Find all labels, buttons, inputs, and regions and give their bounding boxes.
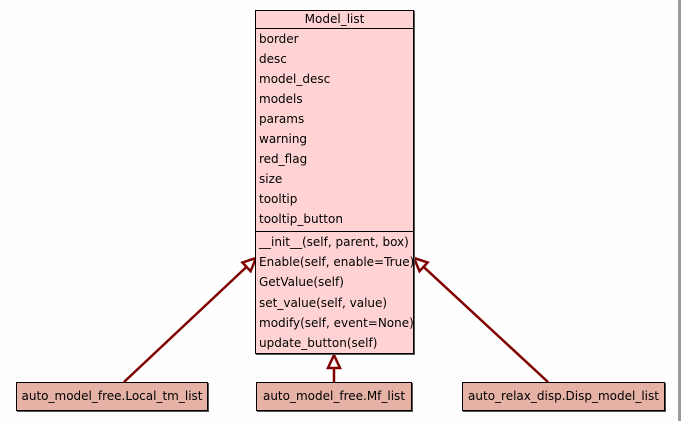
method-list: __init__(self, parent, box) Enable(self,…	[256, 232, 415, 353]
attribute-item: models	[259, 92, 303, 106]
edge-disp-model-list	[422, 265, 549, 383]
attribute-item: tooltip	[259, 192, 298, 206]
attribute-item: warning	[259, 132, 308, 146]
class-node-disp-model-list[interactable]: auto_relax_disp.Disp_model_list	[462, 382, 665, 411]
class-node-local-tm-list[interactable]: auto_model_free.Local_tm_list	[16, 382, 208, 411]
method-item: __init__(self, parent, box)	[259, 235, 409, 249]
method-item: modify(self, event=None)	[259, 315, 414, 330]
method-item: update_button(self)	[259, 335, 378, 350]
method-item: set_value(self, value)	[259, 295, 388, 310]
attribute-item: desc	[259, 52, 287, 66]
attribute-item: size	[259, 172, 283, 186]
edge-local-tm-list	[123, 265, 248, 383]
inheritance-arrowhead-icon	[240, 255, 259, 274]
window-right-border	[678, 0, 681, 421]
method-item: GetValue(self)	[259, 275, 344, 290]
attribute-item: border	[259, 32, 299, 46]
attribute-item: params	[259, 112, 305, 126]
class-node-mf-list[interactable]: auto_model_free.Mf_list	[256, 382, 412, 411]
inheritance-arrowhead-icon	[411, 255, 430, 274]
class-title: Model_list	[256, 11, 413, 29]
method-item: Enable(self, enable=True)	[259, 255, 415, 270]
attribute-item: model_desc	[259, 72, 331, 86]
attribute-item: tooltip_button	[259, 212, 343, 226]
attribute-item: red_flag	[259, 152, 308, 166]
class-node-model-list[interactable]: Model_list border desc model_desc models…	[255, 10, 415, 355]
inheritance-arrowhead-icon	[326, 352, 342, 370]
attribute-list: border desc model_desc models params war…	[256, 29, 413, 232]
